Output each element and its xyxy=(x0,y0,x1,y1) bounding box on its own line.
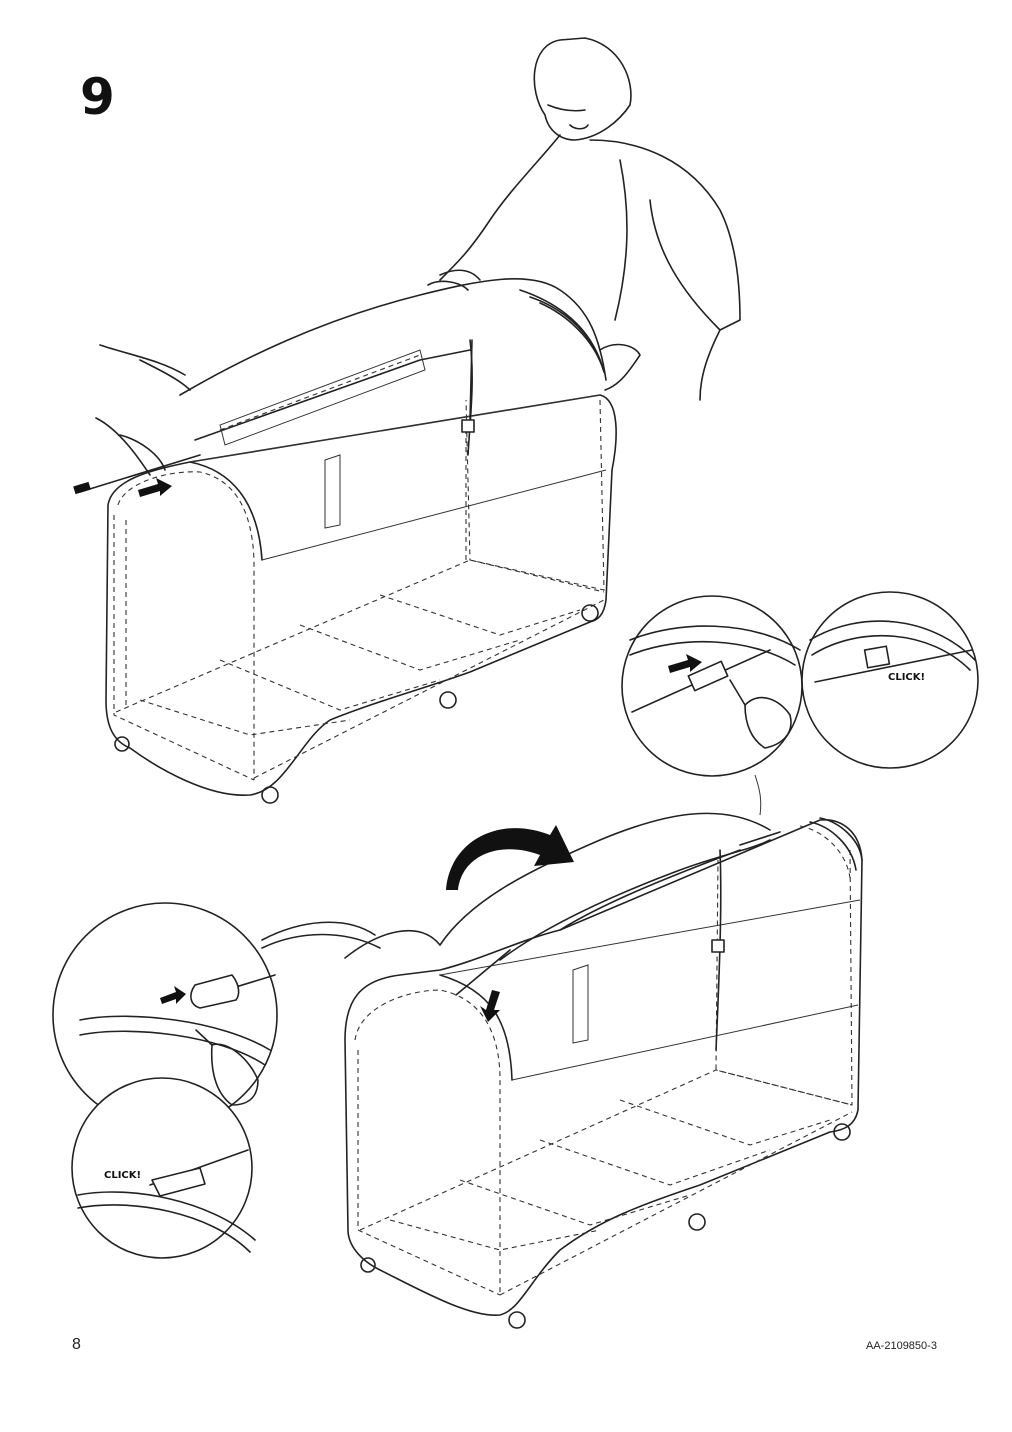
callout-bottom-left-bottom: CLICK! xyxy=(71,1077,256,1259)
top-sofa-frame xyxy=(73,278,617,804)
callout-top-right-right: CLICK! xyxy=(801,591,979,769)
page-number: 8 xyxy=(72,1336,81,1353)
step-number: 9 xyxy=(80,68,115,126)
person-figure xyxy=(95,37,741,476)
bottom-left-click-label: CLICK! xyxy=(104,1170,141,1181)
callout-top-right-left xyxy=(621,595,803,777)
top-right-click-label: CLICK! xyxy=(888,672,925,683)
document-code: AA-2109850-3 xyxy=(866,1340,937,1352)
bottom-sofa-frame xyxy=(344,812,863,1329)
